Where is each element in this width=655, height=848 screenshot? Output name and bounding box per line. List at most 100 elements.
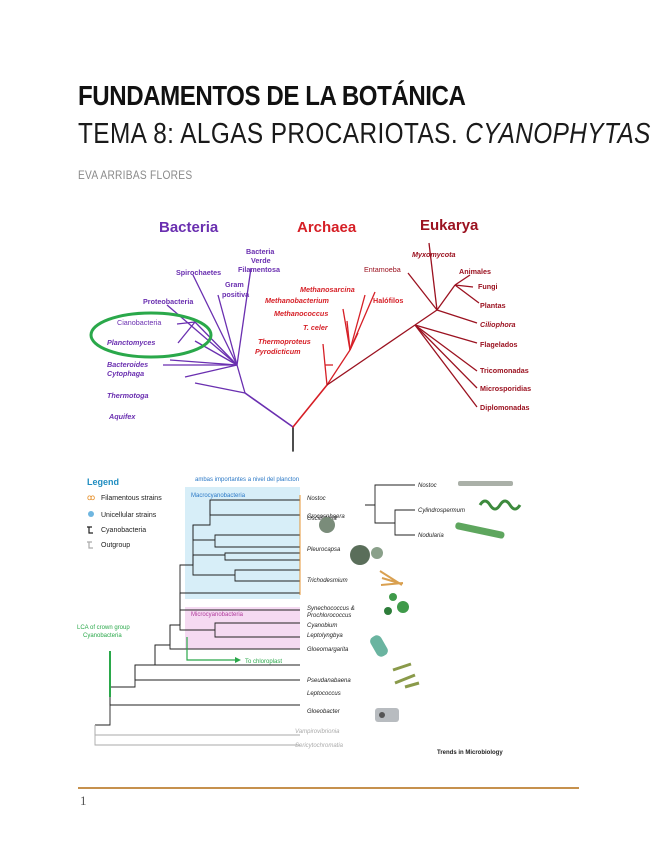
highlight-circle (89, 311, 213, 359)
cell-image-pleurocapsa (350, 545, 370, 565)
label-methanococcus: Methanococcus (274, 309, 328, 318)
label-ciliophora: Ciliophora (480, 320, 516, 329)
right-taxon-cylindrospermum: Cylindrospermum (418, 508, 465, 514)
right-taxon-nodularia: Nodularia (418, 533, 444, 539)
label-thermoproteus: Thermoproteus (258, 337, 311, 346)
taxon-vampirovibrionia: Vampirovibrionia (295, 729, 340, 735)
outgroup-branches (94, 725, 300, 746)
subtitle-text: TEMA 8: ALGAS PROCARIOTAS. (78, 118, 466, 150)
filament-image-1 (458, 481, 513, 486)
macro-label: Macrocyanobacteria (191, 493, 246, 499)
taxon-cyanobium: Cyanobium (307, 623, 337, 629)
cell-image-trichodesmium (379, 570, 404, 586)
eukarya-labels: Myxomycota Entamoeba Animales Fungi Plan… (364, 250, 531, 412)
lca-label-1: LCA of crown group (77, 625, 130, 631)
cyano-tree-branches (95, 495, 301, 726)
micro-box (185, 607, 300, 649)
cell-illustrations (319, 481, 522, 722)
label-diplomonadas: Diplomonadas (480, 403, 530, 412)
subtitle-italic: CYANOPHYTAS (465, 118, 651, 150)
legend-items: ꝏ Filamentous strains Unicellular strain… (87, 493, 162, 549)
taxon-leptococcus: Leptococcus (307, 691, 341, 697)
cell-image-synechococcus-3 (384, 607, 392, 615)
legend-cyanobacteria-icon (87, 526, 93, 534)
legend-filamentous-icon: ꝏ (87, 493, 95, 502)
taxon-synechococcus: Synechococcus & (307, 606, 355, 612)
legend-outgroup: Outgroup (101, 542, 130, 549)
figure-source: Trends in Microbiology (437, 750, 503, 756)
taxon-crocosphaera: Crocosphaera (307, 514, 345, 520)
label-bacteroides: Bacteroides (107, 360, 148, 369)
label-spirochaetes: Spirochaetes (176, 268, 221, 277)
cell-image-gloeobacter-cell (379, 712, 385, 718)
top-note: ambas importantes a nivel del plancton (195, 477, 299, 483)
document-title: FUNDAMENTOS DE LA BOTÁNICA (78, 80, 466, 111)
label-flagelados: Flagelados (480, 340, 518, 349)
micro-label: Microcyanobacteria (191, 612, 244, 618)
label-tricomonadas: Tricomonadas (480, 366, 529, 375)
bacteria-labels: Bacteria Verde Filamentosa Spirochaetes … (107, 247, 281, 421)
label-bacteria: Bacteria (246, 247, 275, 256)
archaea-branches (322, 291, 376, 386)
chloroplast-arrowhead (235, 657, 241, 663)
right-taxa: Nostoc Cylindrospermum Nodularia (418, 483, 465, 539)
author: EVA ARRIBAS FLORES (78, 168, 193, 182)
chloroplast-label: To chloroplast (245, 659, 282, 665)
label-entamoeba: Entamoeba (364, 265, 401, 274)
label-planctomyces: Planctomyces (107, 338, 155, 347)
cyano-taxa: Nostoc Oscillatoria Crocosphaera Pleuroc… (295, 496, 355, 749)
macro-box (185, 487, 300, 599)
eukarya-branches (326, 242, 480, 408)
taxon-trichodesmium: Trichodesmium (307, 578, 348, 584)
label-animales: Animales (459, 267, 491, 276)
legend-unicellular: Unicellular strains (101, 512, 157, 519)
label-cytophaga: Cytophaga (107, 369, 144, 378)
taxon-gloeobacter: Gloeobacter (307, 709, 341, 715)
label-thermotoga: Thermotoga (107, 391, 149, 400)
label-positiva: positiva (222, 290, 250, 299)
label-fungi: Fungi (478, 282, 498, 291)
label-filamentosa: Filamentosa (238, 265, 281, 274)
label-myxomycota: Myxomycota (412, 250, 456, 259)
legend-title: Legend (87, 477, 119, 487)
taxon-leptolyngbya: Leptolyngbya (307, 633, 343, 639)
cell-image-crocosphaera (319, 517, 335, 533)
right-taxon-nostoc: Nostoc (418, 483, 437, 489)
label-methanosarcina: Methanosarcina (300, 285, 355, 294)
filament-image-2 (455, 522, 505, 539)
label-verde: Verde (251, 256, 271, 265)
taxon-pleurocapsa: Pleurocapsa (307, 547, 341, 553)
archaea-labels: Methanosarcina Methanobacterium Halófilo… (255, 285, 403, 356)
label-plantas: Plantas (480, 301, 506, 310)
root-branch (244, 384, 328, 452)
tree-of-life-figure: Bacteria Archaea Eukarya Bacteria Verde … (89, 217, 531, 452)
label-cianobacteria: Cianobacteria (117, 318, 161, 327)
cell-image-synechococcus-2 (397, 601, 409, 613)
chloroplast-arrow (186, 637, 235, 661)
label-methanobacterium: Methanobacterium (265, 296, 330, 305)
domain-archaea: Archaea (297, 219, 357, 236)
right-subtree (365, 484, 415, 536)
domain-bacteria: Bacteria (159, 219, 219, 236)
taxon-prochlorococcus: Prochlorococcus (307, 613, 351, 619)
spiral-filament-image (478, 499, 522, 511)
label-aquifex: Aquifex (108, 412, 136, 421)
label-gram: Gram (225, 280, 244, 289)
label-tceler: T. celer (303, 323, 329, 332)
legend-unicellular-icon (88, 511, 94, 517)
legend-cyanobacteria: Cyanobacteria (101, 527, 146, 534)
taxon-nostoc: Nostoc (307, 496, 326, 502)
lca-label-2: Cyanobacteria (83, 633, 122, 639)
taxon-gloeomargarita: Gloeomargarita (307, 647, 349, 653)
legend-outgroup-icon (87, 541, 93, 549)
footer-rule (78, 787, 579, 789)
cell-image-gloeomargarita (370, 635, 388, 657)
taxon-sericytochromatia: Sericytochromatia (295, 743, 344, 749)
cell-image-gloeobacter (375, 708, 399, 722)
cyanobacteria-tree-figure: Legend ꝏ Filamentous strains Unicellular… (77, 477, 522, 756)
legend-filamentous: Filamentous strains (101, 495, 162, 502)
label-halofilos: Halófilos (373, 296, 403, 305)
cell-image-pseudanabaena (392, 662, 420, 689)
domain-eukarya: Eukarya (420, 217, 479, 234)
cell-image-synechococcus-1 (389, 593, 397, 601)
